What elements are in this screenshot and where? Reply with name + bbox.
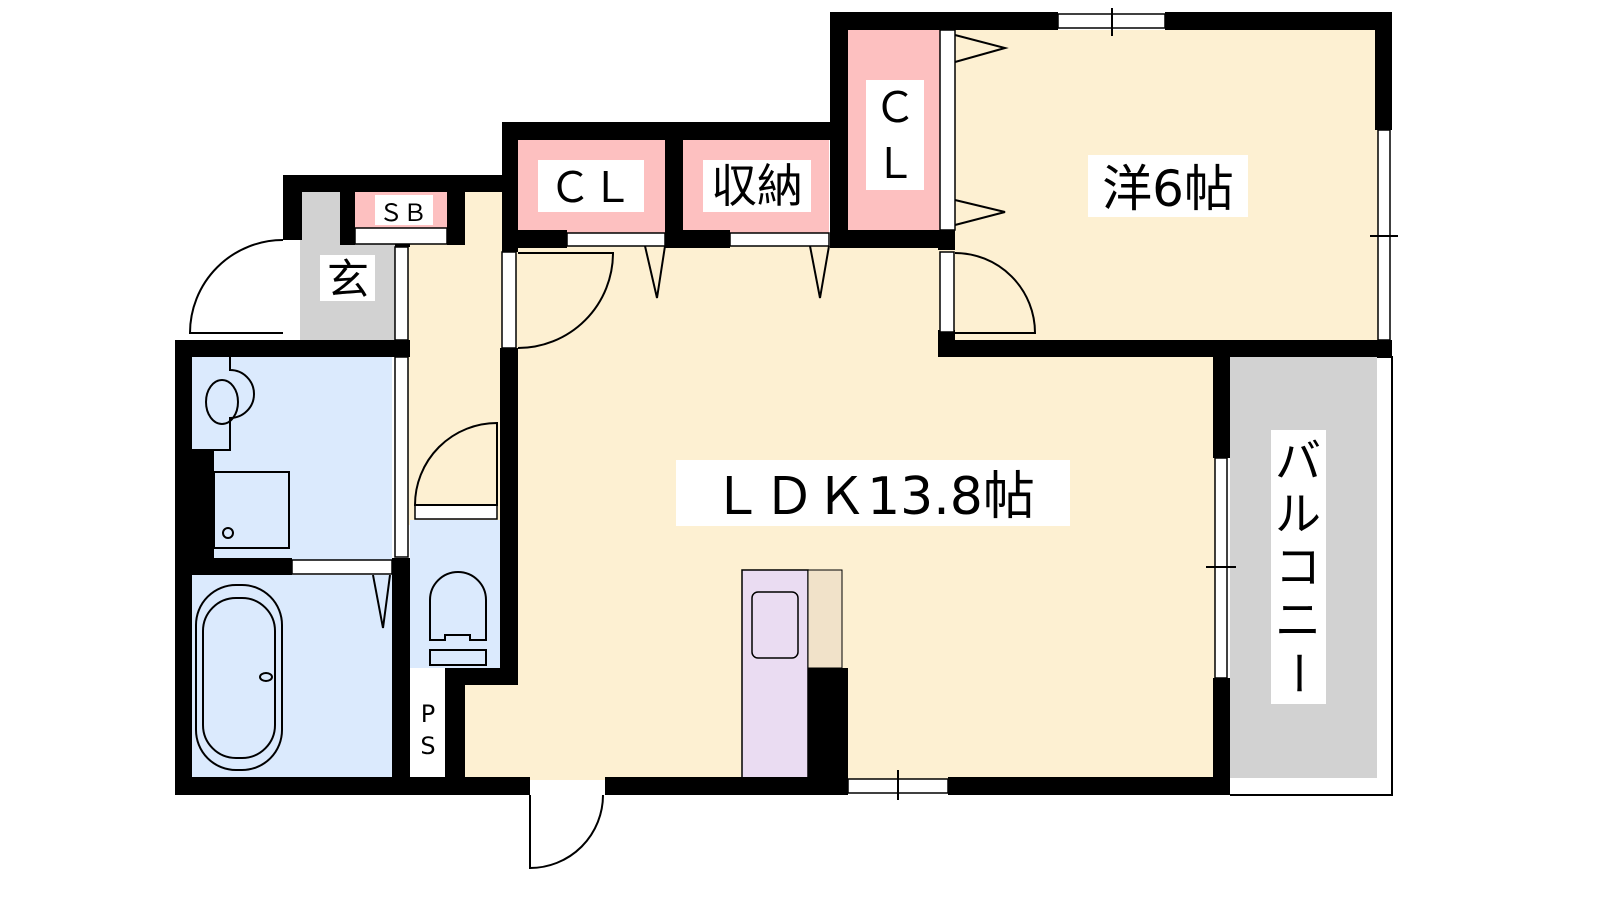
corridor <box>405 190 505 525</box>
pipe-space-label-2: S <box>420 732 435 760</box>
ldk-room-extension <box>462 683 522 780</box>
bathroom <box>192 575 392 778</box>
balcony-label-1: バ <box>1275 434 1321 488</box>
doors <box>188 34 1037 870</box>
balcony-label-2: ル <box>1275 487 1321 541</box>
kitchen-side-counter <box>807 569 843 669</box>
toilet-room <box>410 520 502 668</box>
washroom <box>192 357 392 560</box>
ldk-room-label: ＬＤＫ13.8帖 <box>711 467 1035 527</box>
closet-vertical-label-2: Ｌ <box>874 139 916 188</box>
toilet <box>429 571 487 666</box>
balcony-label-5: ー <box>1271 650 1325 696</box>
balcony-label-3: コ <box>1275 540 1321 594</box>
closet-label: ＣＬ <box>549 163 633 212</box>
fixtures <box>192 357 487 771</box>
windows <box>291 8 1398 800</box>
room-labels: 洋6帖 ＬＤＫ13.8帖 ＣＬ 収納 Ｃ Ｌ 玄 ＳＢ P S バ ル コ ニ … <box>320 80 1326 760</box>
shoe-box-label: ＳＢ <box>379 199 427 227</box>
storage-label: 収納 <box>711 159 803 213</box>
walls <box>175 12 1392 795</box>
closet-vertical-label-1: Ｃ <box>874 83 916 132</box>
entrance-label: 玄 <box>327 255 369 304</box>
kitchen-sink <box>751 591 799 659</box>
balcony-label-4: ニ <box>1275 593 1321 647</box>
pipe-space <box>410 685 446 778</box>
pipe-space-label-1: P <box>421 700 435 728</box>
bathtub <box>195 584 283 771</box>
western-room-label: 洋6帖 <box>1102 160 1234 218</box>
